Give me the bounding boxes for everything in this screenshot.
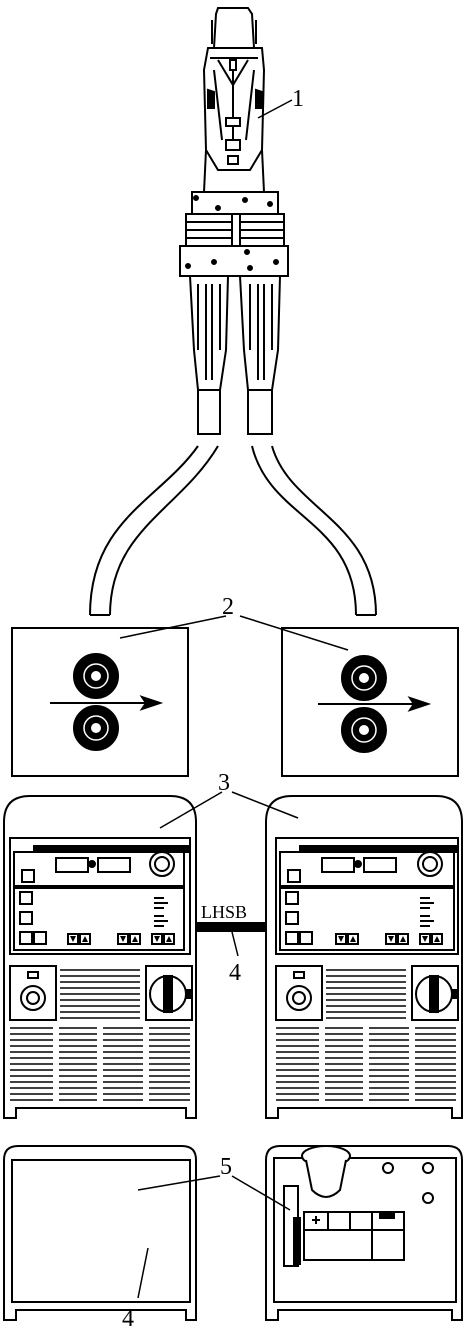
callout-4-upper: 4 xyxy=(229,960,241,986)
callout-2: 2 xyxy=(222,594,234,620)
callout-2-leaders xyxy=(119,615,349,651)
callout-4-leader-lower xyxy=(137,1247,149,1299)
tandem-welding-torch xyxy=(179,7,289,435)
callout-4-leader-upper xyxy=(231,931,239,957)
wire-feeder-left xyxy=(11,627,189,777)
wire-feeder-right xyxy=(281,627,459,777)
callout-3-leaders xyxy=(159,791,299,829)
callout-4-lower: 4 xyxy=(122,1306,134,1332)
callout-5-leaders xyxy=(137,1175,291,1211)
callout-3: 3 xyxy=(218,770,230,796)
cooling-unit-right xyxy=(265,1145,463,1321)
power-source-left xyxy=(3,795,197,1119)
lhsb-interconnect-cable xyxy=(196,922,266,932)
lhsb-label: LHSB xyxy=(201,902,247,922)
hose-packages xyxy=(89,445,377,616)
callout-1-leader xyxy=(257,99,293,119)
callout-1: 1 xyxy=(292,86,304,112)
callout-5: 5 xyxy=(220,1154,232,1180)
cooling-unit-left xyxy=(3,1145,197,1321)
power-source-right xyxy=(265,795,463,1119)
